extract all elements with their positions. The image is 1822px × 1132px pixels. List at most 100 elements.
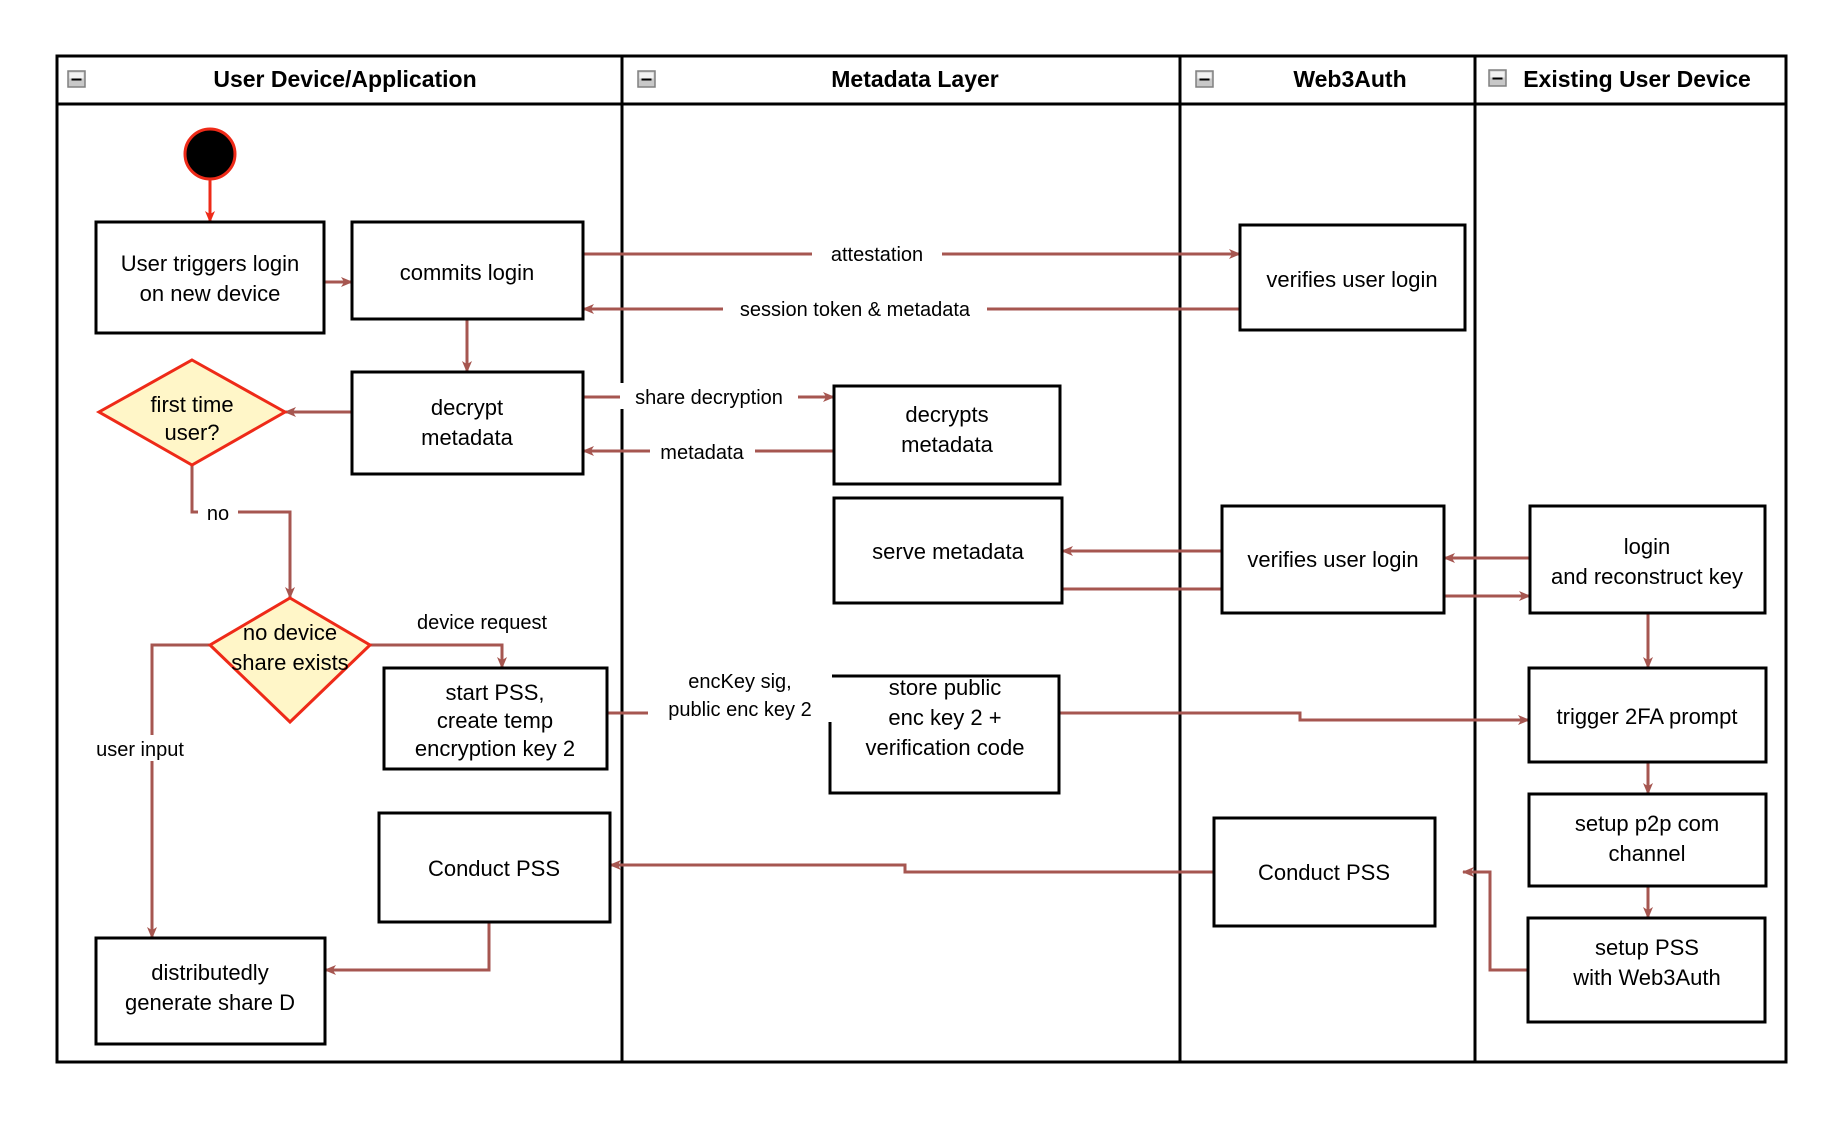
node-box bbox=[832, 384, 1062, 486]
edge-label-no: no bbox=[198, 500, 238, 525]
decision-diamond bbox=[95, 358, 289, 467]
node-label-line1: serve metadata bbox=[872, 539, 1024, 564]
edge-conduct-pss-to-generate-share bbox=[324, 922, 491, 975]
node-commits-login[interactable]: commits login bbox=[350, 220, 585, 321]
lane-title-user-device: User Device/Application bbox=[213, 66, 476, 92]
edge-no-to-no-device-share bbox=[190, 465, 295, 599]
node-serve-metadata[interactable]: serve metadata bbox=[832, 496, 1064, 605]
node-label-line1: login bbox=[1624, 534, 1670, 559]
node-label-line1: commits login bbox=[400, 260, 534, 285]
node-conduct-pss-web3auth[interactable]: Conduct PSS bbox=[1212, 816, 1437, 928]
node-label-line2: metadata bbox=[901, 432, 993, 457]
node-first-time-user-decision[interactable]: first time user? bbox=[95, 358, 289, 467]
edge-label-share-decryption: share decryption bbox=[620, 383, 798, 409]
node-box bbox=[1527, 666, 1768, 764]
node-label-line1: decrypts bbox=[905, 402, 988, 427]
edge-label-enckey-sig: encKey sig, public enc key 2 bbox=[648, 666, 832, 722]
edge-label-user-input: user input bbox=[90, 735, 216, 761]
node-start-pss[interactable]: start PSS, create temp encryption key 2 bbox=[382, 666, 609, 771]
lane-title-web3auth: Web3Auth bbox=[1293, 66, 1406, 92]
node-label-line1: decrypt bbox=[431, 395, 503, 420]
lane-header-metadata[interactable]: Metadata Layer bbox=[637, 66, 999, 92]
node-decrypt-metadata[interactable]: decrypt metadata bbox=[350, 370, 585, 476]
node-setup-p2p-com-channel[interactable]: setup p2p com channel bbox=[1527, 792, 1768, 888]
node-box bbox=[1238, 223, 1467, 332]
node-box bbox=[377, 811, 612, 924]
node-label-line1: distributedly bbox=[151, 960, 268, 985]
node-label-line3: encryption key 2 bbox=[415, 736, 575, 761]
node-label-line3: verification code bbox=[866, 735, 1025, 760]
node-box bbox=[94, 936, 327, 1046]
node-distributedly-generate-share-d[interactable]: distributedly generate share D bbox=[94, 936, 327, 1046]
node-label-line2: share exists bbox=[231, 650, 348, 675]
node-trigger-2fa-prompt[interactable]: trigger 2FA prompt bbox=[1527, 666, 1768, 764]
node-box bbox=[94, 220, 326, 335]
node-label-line1: first time bbox=[150, 392, 233, 417]
edge-label-device-request: device request bbox=[393, 608, 571, 634]
edge-label-session-token: session token & metadata bbox=[723, 295, 987, 321]
node-box bbox=[350, 370, 585, 476]
node-store-public-enc-key[interactable]: store public enc key 2 + verification co… bbox=[828, 674, 1061, 795]
node-label-line1: start PSS, bbox=[445, 680, 544, 705]
node-label-line2: user? bbox=[164, 420, 219, 445]
edge-label-text-line2: public enc key 2 bbox=[668, 699, 811, 721]
node-label-line1: trigger 2FA prompt bbox=[1557, 704, 1738, 729]
lane-header-web3auth[interactable]: Web3Auth bbox=[1195, 66, 1407, 92]
node-box bbox=[1212, 816, 1437, 928]
node-decrypts-metadata[interactable]: decrypts metadata bbox=[832, 384, 1062, 486]
node-box bbox=[1526, 916, 1767, 1024]
node-label-line2: enc key 2 + bbox=[888, 705, 1001, 730]
edge-device-request bbox=[370, 643, 507, 669]
collapse-minus-icon[interactable] bbox=[1195, 70, 1214, 88]
node-label-line1: setup p2p com bbox=[1575, 811, 1719, 836]
edge-label-text: device request bbox=[417, 612, 548, 634]
node-no-device-share-decision[interactable]: no device share exists bbox=[207, 596, 373, 725]
edge-store-to-trigger-2fa bbox=[1059, 711, 1530, 725]
edge-label-text: attestation bbox=[831, 244, 923, 266]
lane-title-metadata: Metadata Layer bbox=[831, 66, 999, 92]
node-label-line1: no device bbox=[243, 620, 337, 645]
node-label-line1: verifies user login bbox=[1266, 267, 1437, 292]
edge-label-text: metadata bbox=[660, 442, 744, 464]
node-label-line1: Conduct PSS bbox=[1258, 860, 1390, 885]
node-label-line2: on new device bbox=[140, 281, 281, 306]
node-label-line1: store public bbox=[889, 675, 1002, 700]
node-user-triggers-login[interactable]: User triggers login on new device bbox=[94, 220, 326, 335]
node-label-line1: setup PSS bbox=[1595, 935, 1699, 960]
edge-label-attestation: attestation bbox=[812, 240, 942, 266]
node-label-line1: Conduct PSS bbox=[428, 856, 560, 881]
edge-conduct-pss-right-to-left bbox=[609, 860, 1214, 874]
node-box bbox=[1528, 504, 1767, 615]
collapse-minus-icon[interactable] bbox=[637, 70, 656, 88]
node-label-line1: User triggers login bbox=[121, 251, 300, 276]
edge-label-text-line1: encKey sig, bbox=[688, 671, 791, 693]
decision-diamond bbox=[207, 596, 373, 725]
node-label-line2: generate share D bbox=[125, 990, 295, 1015]
node-start[interactable] bbox=[183, 127, 237, 181]
lane-header-user-device[interactable]: User Device/Application bbox=[67, 66, 477, 92]
lane-title-existing-device: Existing User Device bbox=[1523, 66, 1751, 92]
node-verifies-user-login-2[interactable]: verifies user login bbox=[1220, 504, 1446, 615]
edge-label-text: share decryption bbox=[635, 387, 783, 409]
node-box bbox=[828, 674, 1061, 795]
node-verifies-user-login-1[interactable]: verifies user login bbox=[1238, 223, 1467, 332]
node-label-line2: create temp bbox=[437, 708, 553, 733]
edge-label-text: user input bbox=[96, 739, 184, 761]
node-label-line2: with Web3Auth bbox=[1572, 965, 1721, 990]
collapse-minus-icon[interactable] bbox=[1488, 69, 1507, 87]
node-label-line2: metadata bbox=[421, 425, 513, 450]
edge-setup-pss-to-conduct-pss-right bbox=[1462, 867, 1528, 972]
node-conduct-pss-user-device[interactable]: Conduct PSS bbox=[377, 811, 612, 924]
edge-label-metadata: metadata bbox=[650, 438, 755, 464]
node-label-line1: verifies user login bbox=[1247, 547, 1418, 572]
node-box bbox=[832, 496, 1064, 605]
node-box bbox=[1527, 792, 1768, 888]
node-setup-pss-with-web3auth[interactable]: setup PSS with Web3Auth bbox=[1526, 916, 1767, 1024]
node-box bbox=[382, 666, 609, 771]
node-label-line2: and reconstruct key bbox=[1551, 564, 1743, 589]
lane-header-existing-device[interactable]: Existing User Device bbox=[1488, 66, 1751, 92]
node-login-and-reconstruct-key[interactable]: login and reconstruct key bbox=[1528, 504, 1767, 615]
collapse-minus-icon[interactable] bbox=[67, 70, 86, 88]
